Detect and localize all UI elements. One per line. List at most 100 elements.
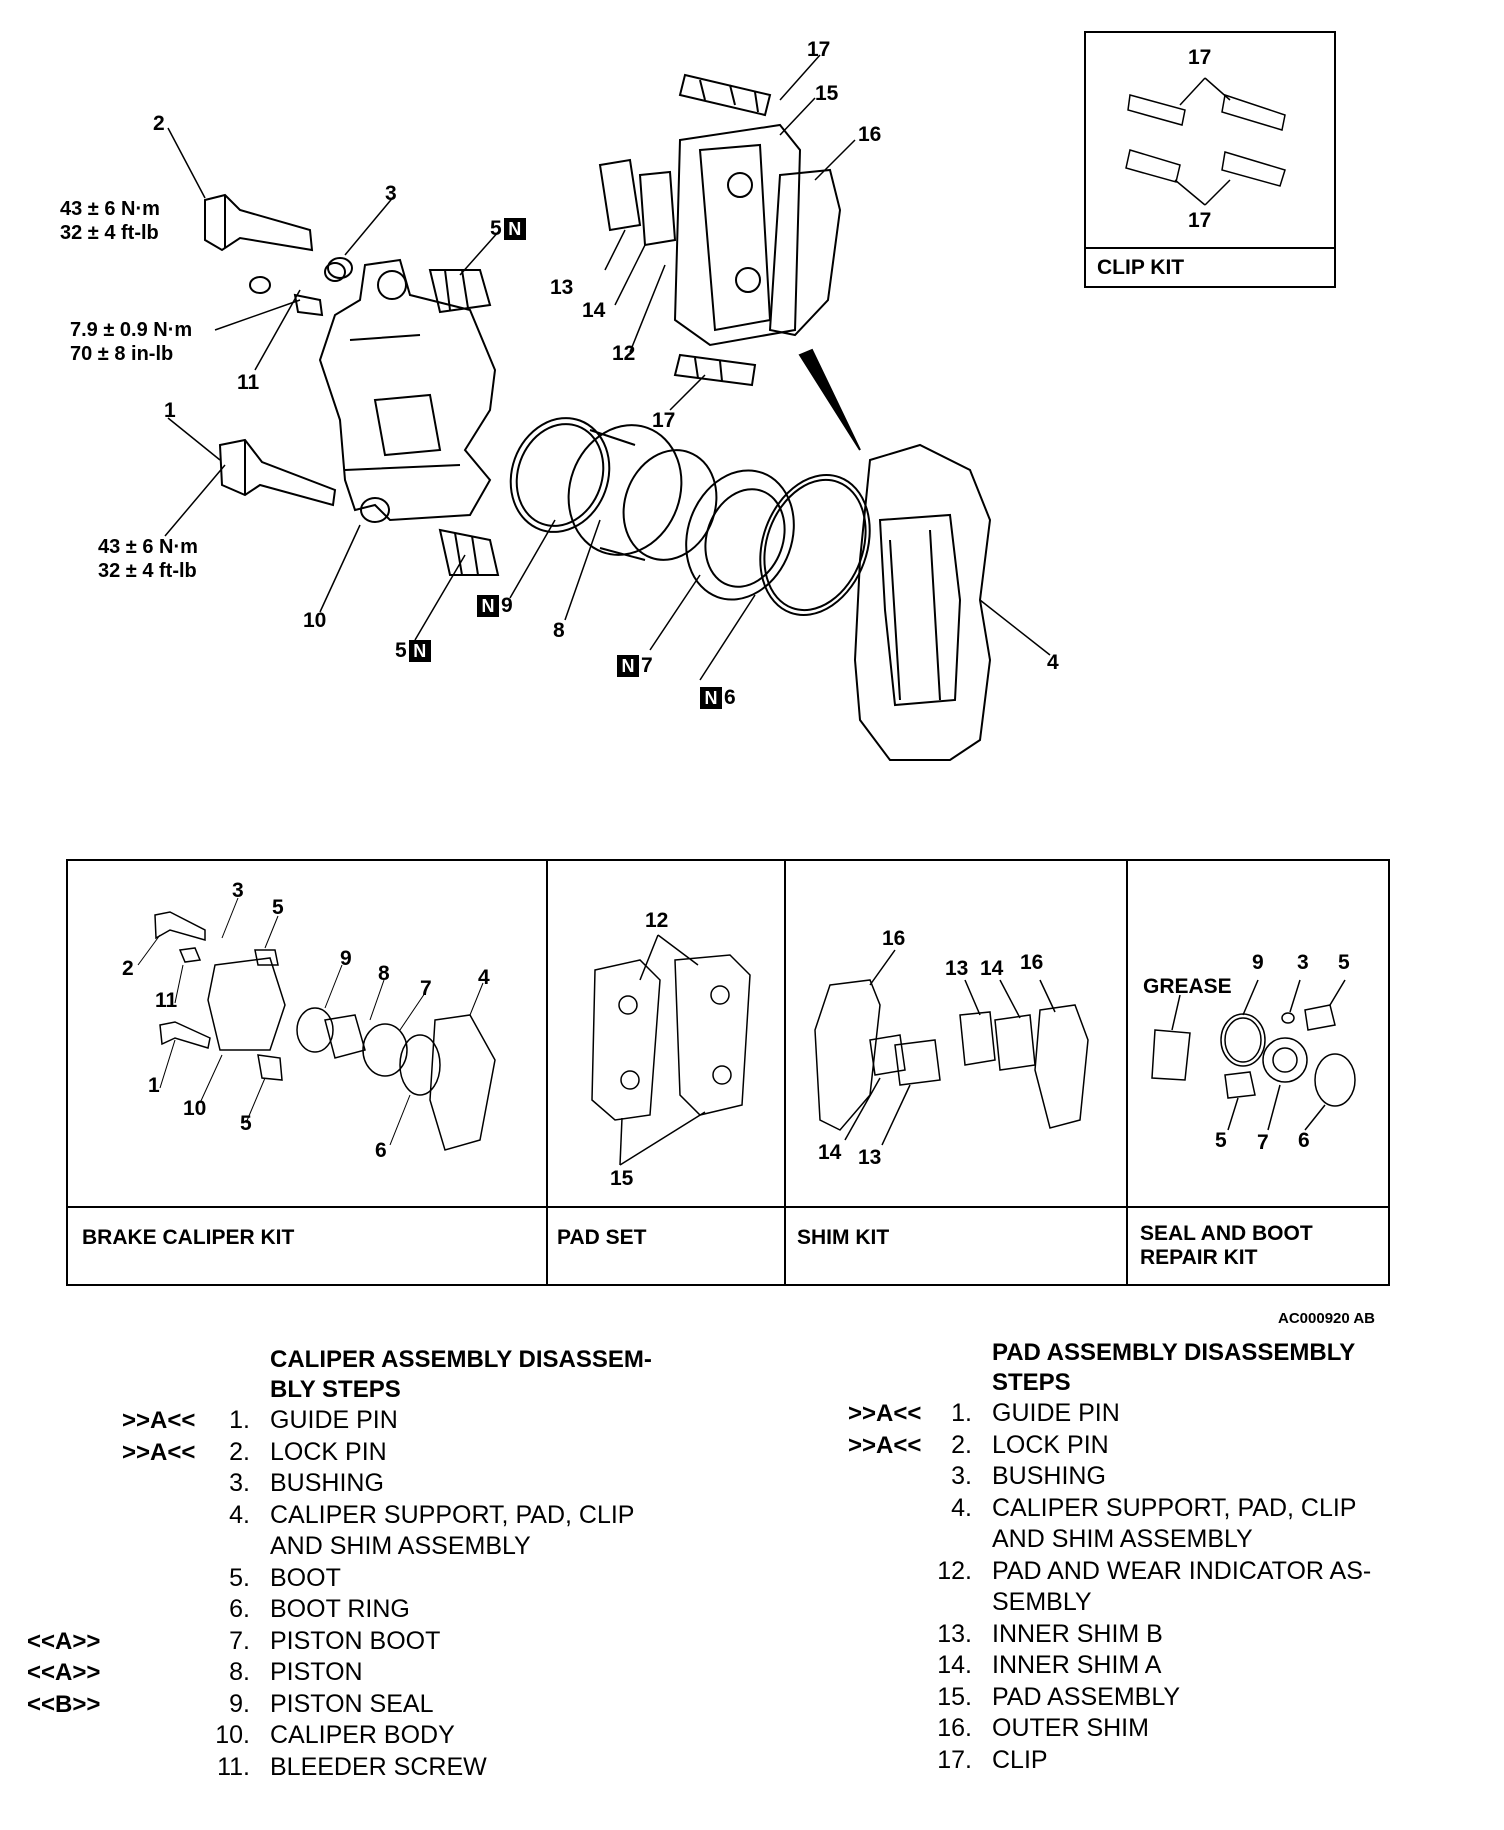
step-number: 1.	[229, 1406, 250, 1434]
step-text: PAD AND WEAR INDICATOR AS-	[992, 1556, 1372, 1585]
pad-set-drawing	[591, 934, 751, 1166]
clip-kit-parts	[1125, 77, 1286, 206]
step-mark: <<A>>	[27, 1659, 101, 1686]
step-text: INNER SHIM A	[992, 1651, 1162, 1679]
step-number: 4.	[951, 1493, 972, 1522]
assembly-arrow	[798, 348, 861, 451]
step-text: CALIPER SUPPORT, PAD, CLIP	[270, 1500, 635, 1529]
step-mark: >>A<<	[122, 1407, 196, 1434]
torque-guide-pin-lower: 43 ± 6 N·m 32 ± 4 ft-lb	[98, 535, 198, 583]
step-number: 8.	[229, 1658, 250, 1686]
step-mark: >>A<<	[122, 1438, 196, 1466]
kit-label-pad-set: PAD SET	[557, 1226, 647, 1249]
step-row: <<A>>8.PISTON	[0, 1657, 740, 1688]
caliper-body	[318, 258, 497, 523]
kit1-callout: 9	[340, 947, 352, 970]
step-text: BLEEDER SCREW	[270, 1752, 487, 1781]
step-text: PAD ASSEMBLY	[992, 1682, 1181, 1711]
step-text: BUSHING	[270, 1469, 384, 1497]
step-row: 14.INNER SHIM A	[740, 1650, 1504, 1681]
kit1-callout: 5	[272, 896, 284, 919]
step-number: 15.	[937, 1682, 972, 1711]
step-row: <<B>>9.PISTON SEAL	[0, 1689, 740, 1720]
kit1-callout: 3	[232, 879, 244, 902]
step-row: 13.INNER SHIM B	[740, 1619, 1504, 1650]
kits-table	[66, 859, 1390, 1286]
heading-line: PAD ASSEMBLY DISASSEMBLY	[992, 1339, 1356, 1366]
step-row: 11. BLEEDER SCREW	[0, 1752, 740, 1783]
step-text: BUSHING	[992, 1462, 1106, 1490]
kit1-callout: 5	[240, 1112, 252, 1135]
callout-number: 9	[501, 594, 513, 617]
callout-15: 15	[815, 82, 839, 105]
kit3-callout: 16	[882, 927, 906, 950]
step-row: 10.CALIPER BODY	[0, 1720, 740, 1751]
guide-pin-lower	[218, 438, 337, 507]
kit2-callout: 12	[645, 909, 669, 932]
kit-label-brake-caliper: BRAKE CALIPER KIT	[82, 1226, 295, 1249]
kit4-callout: 5	[1338, 951, 1350, 974]
clip-upper	[678, 73, 772, 117]
kit1-callout: 6	[375, 1139, 387, 1162]
clip-kit-box	[1084, 31, 1336, 288]
step-mark: <<B>>	[27, 1690, 101, 1718]
caliper-support	[853, 443, 992, 761]
new-part-badge: N	[477, 595, 499, 618]
callout-number: 5	[395, 639, 407, 662]
kit1-callout: 8	[378, 962, 390, 985]
step-mark: >>A<<	[848, 1431, 922, 1459]
step-text: SEMBLY	[992, 1588, 1092, 1616]
step-row: AND SHIM ASSEMBLY	[0, 1531, 740, 1562]
kit1-callout: 10	[183, 1097, 207, 1120]
step-number: 10.	[215, 1721, 250, 1749]
step-number: 11.	[217, 1752, 250, 1781]
step-text: OUTER SHIM	[992, 1714, 1149, 1742]
step-row: SEMBLY	[740, 1587, 1504, 1618]
callout-2: 2	[153, 112, 165, 135]
clip-kit-callout-bottom: 17	[1188, 209, 1212, 232]
boot-ring	[759, 474, 871, 616]
heading-line: STEPS	[992, 1369, 1071, 1396]
kit1-callout: 11	[155, 989, 178, 1012]
clip-lower	[673, 353, 757, 387]
step-row: >>A<<2.LOCK PIN	[0, 1437, 740, 1468]
step-row: 3. BUSHING	[0, 1468, 740, 1499]
brake-caliper-kit-leaders	[137, 897, 484, 1146]
boot-lower	[438, 528, 500, 576]
step-number: 12.	[937, 1556, 972, 1585]
callout-1: 1	[164, 399, 176, 422]
piston	[567, 424, 718, 561]
piston-seal	[509, 417, 611, 533]
step-number: 9.	[229, 1689, 250, 1718]
torque-metric: 7.9 ± 0.9 N·m	[70, 319, 193, 341]
clip-kit-callout-top: 17	[1188, 46, 1212, 69]
kit4-callout: 7	[1257, 1131, 1269, 1154]
caliper-steps-heading: CALIPER ASSEMBLY DISASSEM- BLY STEPS	[270, 1345, 652, 1405]
kit4-callout: 6	[1298, 1129, 1310, 1152]
step-number: 1.	[951, 1399, 972, 1427]
callout-4: 4	[1047, 651, 1059, 674]
step-number: 17.	[937, 1745, 972, 1774]
callout-16: 16	[858, 123, 882, 146]
kit-label-shim-kit: SHIM KIT	[797, 1226, 890, 1249]
step-text: GUIDE PIN	[992, 1399, 1120, 1427]
shim-kit-drawing	[814, 949, 1089, 1146]
step-number: 3.	[951, 1462, 972, 1490]
new-part-badge: N	[503, 218, 526, 241]
kit1-callout: 2	[122, 957, 134, 980]
step-number: 16.	[937, 1714, 972, 1742]
pad-steps-heading: PAD ASSEMBLY DISASSEMBLY STEPS	[992, 1338, 1355, 1398]
kit4-callout: 5	[1215, 1129, 1227, 1152]
step-number: 3.	[229, 1469, 250, 1497]
step-text: PISTON BOOT	[270, 1626, 441, 1655]
brake-caliper-kit-drawing	[154, 911, 496, 1151]
step-text: LOCK PIN	[270, 1437, 387, 1466]
boot-upper	[428, 269, 492, 314]
step-number: 4.	[229, 1500, 250, 1529]
kit-label-line: REPAIR KIT	[1140, 1246, 1258, 1269]
outer-shim	[768, 168, 842, 337]
step-row: 6.BOOT RING	[0, 1594, 740, 1625]
